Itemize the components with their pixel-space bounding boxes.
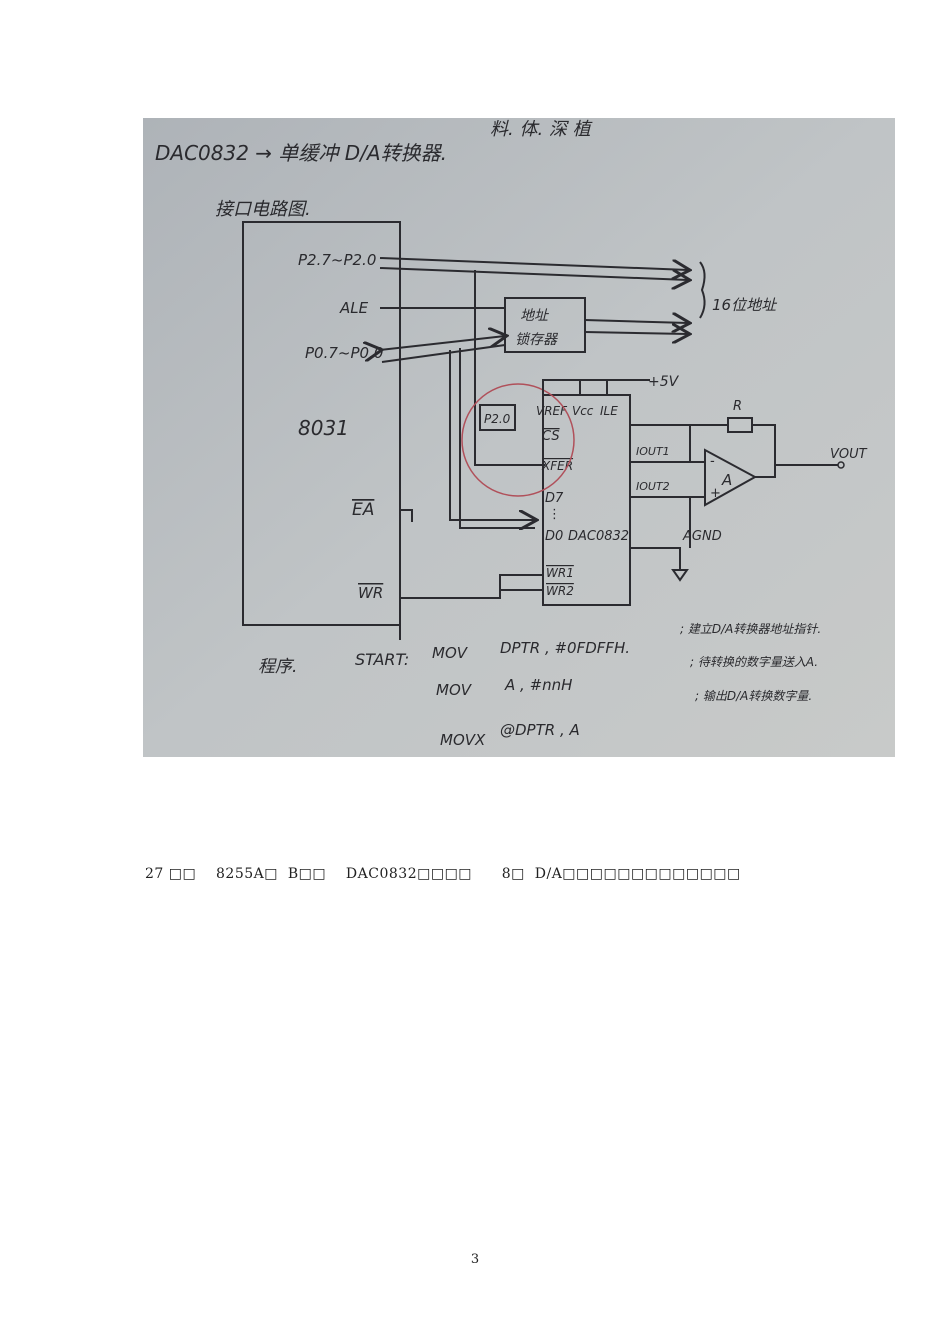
- p2-bus-line: [379, 267, 688, 280]
- resistor-label: R: [733, 399, 742, 414]
- op-amp: [704, 448, 758, 507]
- pin-vref: VREF: [536, 404, 568, 418]
- code-op: MOV: [436, 681, 473, 699]
- p20-box: [479, 404, 516, 431]
- ground-wire: [630, 497, 691, 570]
- code-args: DPTR , #0FDFFH.: [500, 639, 630, 657]
- supply-label: +5V: [648, 374, 680, 390]
- output-terminal: [837, 461, 845, 469]
- pin-vcc: Vcc: [572, 404, 594, 418]
- pin-dots: ⋮: [548, 507, 561, 522]
- latch-label: 地址: [520, 308, 549, 324]
- code-label: START:: [355, 650, 409, 669]
- latch-label: 锁存器: [515, 332, 559, 348]
- pin-d0: D0: [545, 529, 563, 544]
- p2-bus-line: [379, 257, 688, 270]
- pin-wr: WR: [358, 584, 383, 602]
- pin-iout1: IOUT1: [636, 445, 670, 458]
- pin-p2: P2.7~P2.0: [298, 251, 376, 269]
- pin-wr1: WR1: [546, 566, 574, 580]
- ea-tie: [400, 509, 413, 522]
- code-op: MOV: [432, 644, 469, 662]
- handwritten-circuit-photo: 料. 体. 深 植 DAC0832 → 单缓冲 D/A转换器. 接口电路图. P…: [143, 118, 895, 757]
- pin-ale: ALE: [339, 299, 369, 317]
- address-label: 16位地址: [712, 296, 778, 314]
- p0-bus: [380, 336, 505, 350]
- diagram-title: DAC0832 → 单缓冲 D/A转换器.: [155, 141, 447, 165]
- code-args: A , #nnH: [504, 676, 572, 694]
- code-comment: ; 建立D/A转换器地址指针.: [680, 622, 821, 636]
- iout-wires: [630, 425, 705, 498]
- pin-ile: ILE: [600, 404, 618, 418]
- pin-iout2: IOUT2: [636, 480, 670, 493]
- code-comment: ; 输出D/A转换数字量.: [695, 689, 812, 703]
- p0-bus: [381, 344, 506, 363]
- code-comment: ; 待转换的数字量送入A.: [690, 655, 818, 669]
- mcu-name: 8031: [298, 416, 349, 440]
- ground-icon: [671, 569, 689, 582]
- address-latch-box: [504, 297, 586, 353]
- ground-label: AGND: [682, 529, 722, 544]
- photo-background: [143, 118, 895, 757]
- code-op: MOVX: [440, 731, 486, 749]
- top-scribble: 料. 体. 深 植: [490, 119, 593, 140]
- pin-ea: EA: [352, 500, 374, 520]
- mcu-8031-box: [242, 221, 401, 626]
- address-brace: [699, 261, 706, 319]
- supply-wire: [542, 379, 650, 395]
- wr-wire: [400, 574, 543, 599]
- dac0832-box: [542, 394, 631, 606]
- program-label: 程序.: [258, 657, 297, 677]
- opamp-plus: +: [710, 486, 721, 501]
- opamp-label: A: [721, 471, 732, 489]
- diagram-subtitle: 接口电路图.: [215, 199, 311, 220]
- question-caption: 27 □□ 8255A□ B□□ DAC0832□□□□ 8□ D/A□□□□□…: [145, 866, 741, 882]
- output-label: VOUT: [830, 447, 868, 462]
- red-circle-annotation: [461, 383, 575, 497]
- pin-wr2: WR2: [546, 584, 574, 598]
- latch-out-bus: [584, 320, 688, 323]
- data-bus: [459, 348, 535, 529]
- output-wire: [755, 464, 838, 478]
- pin-d7: D7: [545, 491, 564, 506]
- page-number: 3: [470, 1252, 480, 1267]
- latch-out-bus: [584, 332, 688, 334]
- pin-cs: CS: [542, 429, 560, 444]
- pin-p0: P0.7~P0.0: [305, 344, 383, 362]
- feedback-wire: [630, 424, 776, 470]
- dac-name: DAC0832: [568, 529, 629, 544]
- data-bus: [449, 350, 535, 520]
- opamp-minus: -: [710, 454, 715, 469]
- p20-label: P2.0: [484, 412, 511, 426]
- code-args: @DPTR , A: [500, 721, 580, 739]
- resistor: [727, 417, 753, 433]
